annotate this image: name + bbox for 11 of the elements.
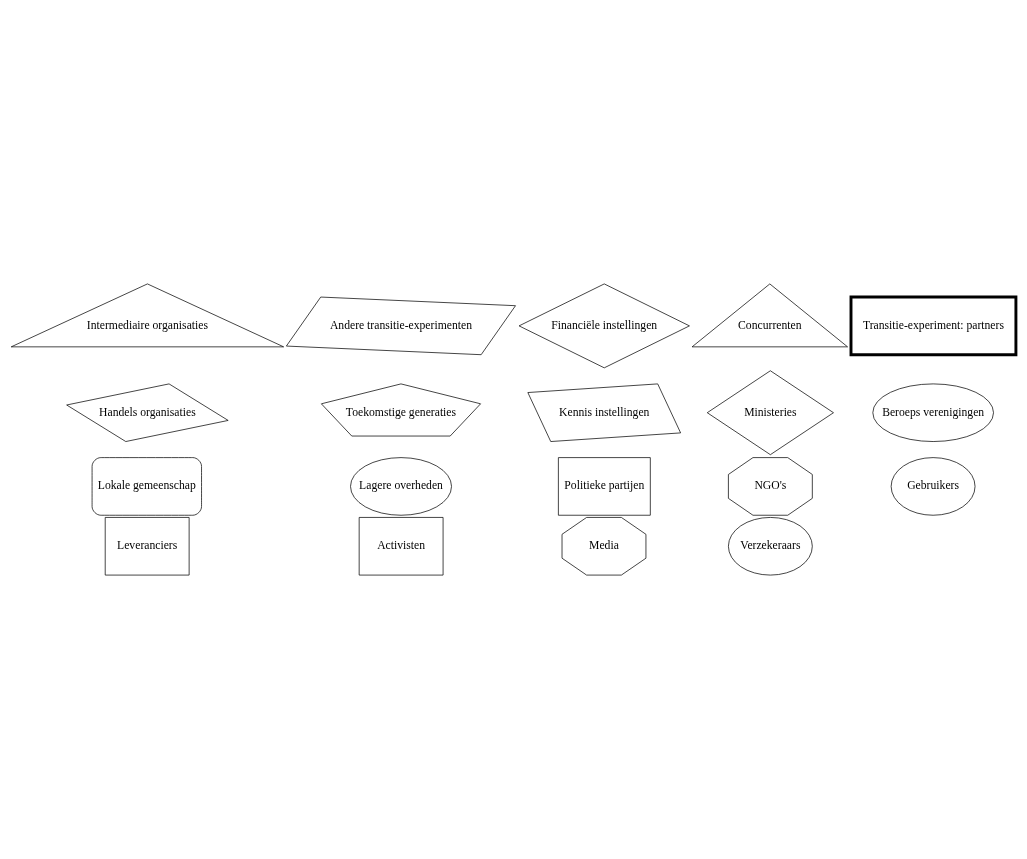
node-ellipse: Gebruikers xyxy=(890,457,976,516)
node-box: Activisten xyxy=(358,517,444,576)
node-diamond: Ministeries xyxy=(706,370,834,456)
node-box: Lokale gemeenschap xyxy=(91,457,202,516)
node-ellipse: Verzekeraars xyxy=(728,517,813,576)
node-box: Transitie-experiment: partners xyxy=(849,295,1018,357)
node-diamond: Financiële instellingen xyxy=(518,283,690,369)
node-box: Leveranciers xyxy=(104,517,190,576)
node-ellipse: Lagere overheden xyxy=(350,457,452,516)
node-ellipse: Beroeps verenigingen xyxy=(872,383,994,442)
node-box: Politieke partijen xyxy=(558,457,651,516)
